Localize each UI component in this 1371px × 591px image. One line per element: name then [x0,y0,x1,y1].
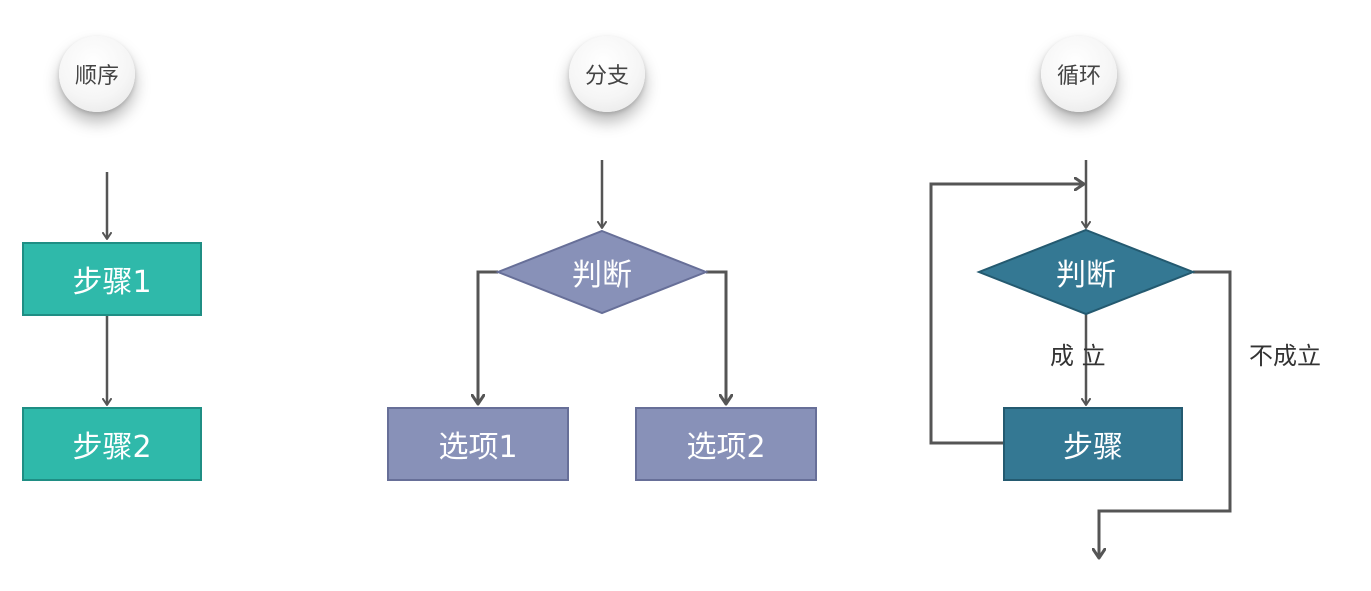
loop-decision-label: 判断 [1056,258,1116,293]
branch-option-1-label: 选项1 [438,430,518,465]
loop-back-arrow [929,184,1084,445]
branch-right-arrow [706,270,726,404]
sequence-title: 顺序 [74,64,119,89]
branch-title: 分支 [584,64,629,89]
branch-option-2-label: 选项2 [686,430,766,465]
branch-option-1: 选项1 [387,407,569,481]
loop-false-label: 不成立 [1249,342,1321,370]
loop-step-label: 步骤 [1063,430,1123,465]
sequence-step-2-label: 步骤2 [72,430,152,465]
branch-decision-label: 判断 [572,258,632,293]
sequence-step-2: 步骤2 [22,407,202,481]
sequence-step-1: 步骤1 [22,242,202,316]
branch-decision: 判断 [498,231,706,313]
loop-true-label: 成 立 [1050,342,1106,370]
branch-decision-diamond [495,229,709,315]
branch-title-badge: 分支 [569,36,645,112]
branch-option-2: 选项2 [635,407,817,481]
loop-step: 步骤 [1003,407,1183,481]
loop-decision-diamond [976,228,1196,316]
loop-title-badge: 循环 [1041,36,1117,112]
loop-decision: 判断 [979,230,1193,314]
sequence-title-badge: 顺序 [59,36,135,112]
loop-exit-arrow [1099,270,1232,558]
sequence-step-1-label: 步骤1 [72,265,152,300]
loop-title: 循环 [1056,64,1101,89]
branch-left-arrow [478,270,498,404]
